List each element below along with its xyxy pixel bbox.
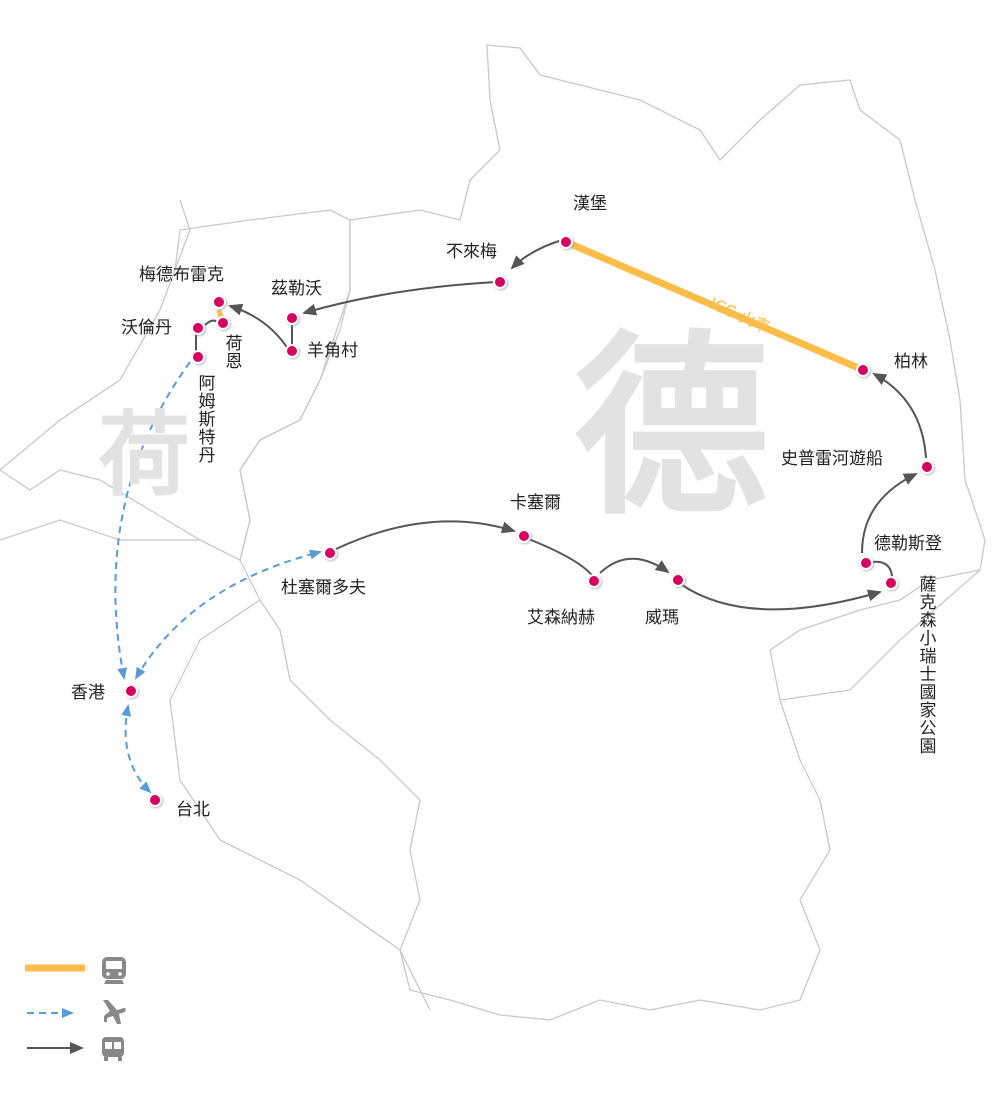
bus-icon xyxy=(102,1037,124,1061)
label-dusseldorf: 杜塞爾多夫 xyxy=(281,578,366,598)
label-berlin: 柏林 xyxy=(894,352,928,372)
country-borders xyxy=(0,44,986,1021)
legend xyxy=(25,957,126,1061)
label-bremen: 不來梅 xyxy=(446,242,497,262)
place-markers xyxy=(124,235,934,807)
netherlands-label: 荷 xyxy=(98,402,191,509)
label-eisenach: 艾森納赫 xyxy=(527,608,595,628)
marker-kassel xyxy=(517,529,531,543)
train-route-hamburg-berlin xyxy=(564,238,865,374)
label-medemblik: 梅德布雷克 xyxy=(139,265,224,285)
label-kassel: 卡塞爾 xyxy=(510,493,561,513)
label-hamburg: 漢堡 xyxy=(573,194,607,214)
label-weimar: 威瑪 xyxy=(645,608,679,628)
marker-hoorn xyxy=(216,316,230,330)
marker-volendam xyxy=(191,321,205,335)
label-saxon: 薩克森小瑞士國家公園 xyxy=(915,575,936,755)
marker-dusseldorf xyxy=(323,546,337,560)
label-hongkong: 香港 xyxy=(71,683,105,703)
marker-zwolle xyxy=(285,311,299,325)
flight-routes xyxy=(114,361,322,794)
label-taipei: 台北 xyxy=(176,800,210,820)
marker-eisenach xyxy=(587,574,601,588)
marker-weimar xyxy=(671,573,685,587)
label-amsterdam: 阿姆斯特丹 xyxy=(194,374,215,464)
marker-bremen xyxy=(493,275,507,289)
bus-routes xyxy=(195,239,927,611)
marker-dresden xyxy=(859,556,873,570)
label-hoorn: 荷恩 xyxy=(221,334,242,370)
label-giethoorn: 羊角村 xyxy=(307,341,358,361)
marker-hongkong xyxy=(124,684,138,698)
label-zwolle: 茲勒沃 xyxy=(271,279,322,299)
airplane-icon xyxy=(103,1000,126,1024)
marker-hamburg xyxy=(559,235,573,249)
marker-medemblik xyxy=(212,295,226,309)
label-dresden: 德勒斯登 xyxy=(874,534,942,554)
marker-saxon xyxy=(884,576,898,590)
marker-giethoorn xyxy=(285,344,299,358)
marker-amsterdam xyxy=(191,350,205,364)
marker-berlin xyxy=(856,363,870,377)
marker-taipei xyxy=(148,793,162,807)
label-volendam: 沃倫丹 xyxy=(121,318,172,338)
train-icon xyxy=(102,957,126,984)
germany-label: 德 xyxy=(574,314,769,541)
label-spree: 史普雷河遊船 xyxy=(781,449,883,469)
marker-spree xyxy=(920,460,934,474)
